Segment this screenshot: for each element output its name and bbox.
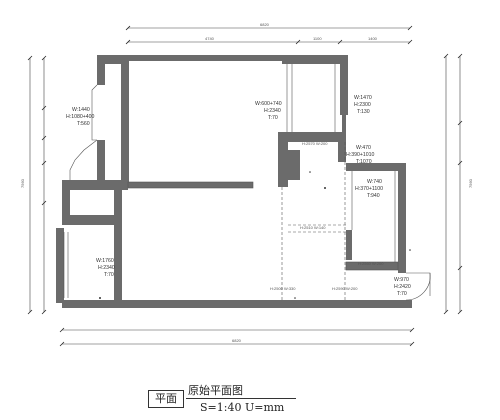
dim-bottom-total: 6820: [232, 338, 242, 343]
dim-top-c: 1400: [368, 36, 378, 41]
dim-top-a: 4740: [205, 36, 215, 41]
label-win-right-w: W:1470: [354, 95, 372, 101]
label-beam-a: H:2570 W:200: [302, 141, 328, 146]
label-win-right-t: T:130: [357, 109, 370, 115]
annotations: W:1440 H:1080+400 T:560 W:600+740 H:2340…: [66, 95, 411, 297]
label-beam-c: H:2560 W:200: [358, 261, 384, 266]
label-win-mid3-w: W:740: [367, 179, 382, 185]
dim-top-total: 6820: [260, 22, 270, 27]
title-tag: 平面: [148, 390, 184, 408]
floor-plan: 6820 4740 1100 1400 6820 7560: [20, 22, 473, 347]
label-win-mid2-h: H:390+1010: [346, 152, 375, 158]
label-door-left-h: H:2340: [98, 265, 115, 271]
label-win-mid-t: T:70: [268, 115, 278, 121]
label-win-left-w: W:1440: [72, 107, 90, 113]
label-win-mid2-w: W:470: [356, 145, 371, 151]
label-win-mid2-t: T:1070: [356, 159, 372, 165]
openings: [63, 64, 431, 301]
dimension-lines: 6820 4740 1100 1400 6820 7560: [20, 22, 473, 347]
label-win-mid-h: H:2340: [264, 108, 281, 114]
label-win-left-t: T:560: [77, 121, 90, 127]
dim-top-b: 1100: [313, 36, 322, 41]
dim-left-total: 7560: [20, 178, 25, 188]
label-win-mid3-h: H:370+1100: [355, 186, 383, 192]
label-door-left-t: T:70: [104, 272, 114, 278]
drawing-title: 原始平面图: [188, 384, 243, 397]
label-win-left-h: H:1080+400: [66, 114, 95, 120]
label-door-right-h: H:2420: [394, 284, 411, 290]
walls: [56, 55, 412, 308]
label-door-right-t: T:70: [397, 291, 407, 297]
title-block: 平面 原始平面图 S=1:40 U=mm: [148, 382, 308, 418]
label-win-right-h: H:2300: [354, 102, 371, 108]
label-beam-e: H:2590 W:200: [332, 286, 358, 291]
dim-right-total: 7560: [468, 178, 473, 188]
label-beam-d: H:2500 W:330: [270, 286, 296, 291]
label-door-right-w: W:970: [394, 277, 409, 283]
drawing-scale: S=1:40 U=mm: [200, 401, 285, 414]
label-door-left-w: W:1760: [96, 258, 114, 264]
title-underline: [186, 398, 296, 399]
label-win-mid3-t: T:940: [367, 193, 380, 199]
label-win-mid-w: W:600+740: [255, 101, 282, 107]
label-beam-b: H:2510 W:140: [300, 225, 326, 230]
